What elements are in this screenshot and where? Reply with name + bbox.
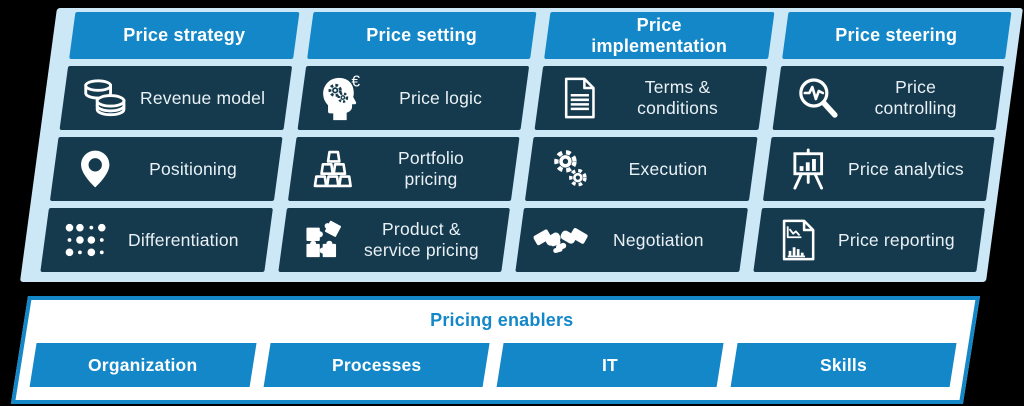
chart-easel-icon (779, 148, 837, 190)
column-header-price-implementation: Price implementation (544, 12, 774, 59)
cell-execution: Execution (524, 137, 758, 201)
cell-label: Price logic (398, 87, 482, 108)
cell-label: Negotiation (613, 229, 704, 250)
enabler-it: IT (496, 343, 724, 387)
column-header-label: Price implementation (591, 14, 727, 56)
enabler-label: Skills (819, 354, 867, 375)
cell-label: Revenue model (139, 87, 266, 108)
column-price-strategy: Price strategy (40, 12, 299, 272)
column-price-implementation: Price implementation (515, 12, 774, 272)
cell-positioning: Positioning (49, 137, 283, 201)
column-header-label: Price setting (366, 25, 477, 46)
enabler-label: Organization (88, 354, 198, 375)
column-header-price-strategy: Price strategy (69, 12, 299, 59)
enabler-processes: Processes (263, 343, 490, 387)
cell-label: Price controlling (874, 77, 957, 118)
enabler-organization: Organization (29, 343, 257, 387)
gears-icon (541, 147, 599, 191)
report-document-icon (769, 217, 827, 263)
handshake-icon (532, 221, 590, 259)
cell-price-controlling: Price controlling (772, 66, 1005, 130)
enabler-label: IT (601, 354, 618, 375)
column-header-label: Price strategy (123, 25, 245, 46)
cell-label: Differentiation (128, 229, 239, 250)
pricing-matrix-panel: Price strategy (19, 8, 1024, 282)
ingots-pyramid-icon (304, 148, 362, 190)
cell-price-analytics: Price analytics (762, 137, 995, 201)
column-price-setting: Price setting (277, 12, 537, 272)
cell-portfolio-pricing: Portfolio pricing (287, 137, 520, 201)
pricing-enablers-content: Pricing enablers Organization Processes … (16, 300, 976, 400)
cell-product-service-pricing: Product & service pricing (277, 208, 510, 272)
cell-label: Terms & conditions (637, 77, 718, 118)
column-header-label: Price steering (835, 25, 958, 46)
cell-terms-conditions: Terms & conditions (534, 66, 767, 130)
cell-label: Portfolio pricing (397, 148, 464, 189)
cell-price-logic: € Price logic (297, 66, 530, 130)
enabler-label: Processes (331, 354, 422, 375)
document-lines-icon (551, 76, 609, 120)
column-header-price-steering: Price steering (781, 12, 1012, 59)
puzzle-pieces-icon (294, 219, 352, 261)
matrix-grid: Price strategy (20, 8, 1023, 282)
column-price-steering: Price steering Price controlling (752, 12, 1012, 272)
cell-negotiation: Negotiation (515, 208, 748, 272)
cell-differentiation: Differentiation (40, 208, 273, 272)
cell-label: Price analytics (847, 158, 964, 179)
enabler-bars: Organization Processes IT Skills (29, 343, 957, 387)
cell-label: Execution (628, 158, 708, 179)
column-header-price-setting: Price setting (306, 12, 537, 59)
pricing-enablers-title: Pricing enablers (430, 310, 574, 330)
pricing-enablers-box: Pricing enablers Organization Processes … (10, 296, 981, 404)
cell-price-reporting: Price reporting (752, 208, 985, 272)
cell-label: Positioning (149, 158, 237, 179)
head-gears-euro-icon: € (313, 74, 371, 122)
coins-icon (76, 77, 134, 119)
braille-dots-icon (57, 221, 115, 259)
cell-revenue-model: Revenue model (59, 66, 292, 130)
location-pin-icon (66, 148, 124, 190)
cell-label: Product & service pricing (363, 219, 479, 260)
cell-label: Price reporting (837, 229, 955, 250)
magnifier-pulse-icon (788, 76, 846, 120)
svg-text:€: € (351, 74, 360, 90)
enabler-skills: Skills (730, 343, 957, 387)
